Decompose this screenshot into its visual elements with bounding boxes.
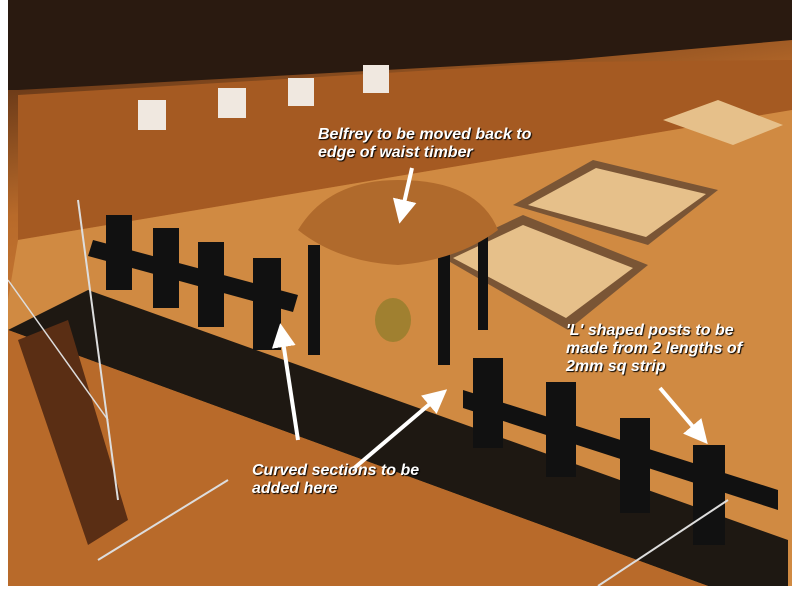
gunport — [288, 78, 314, 106]
ladder — [18, 320, 128, 545]
annotation-line: added here — [252, 480, 338, 497]
lower-deck — [8, 330, 708, 586]
annotation-line: edge of waist timber — [318, 144, 473, 161]
gunport — [218, 88, 246, 118]
rigging-line — [77, 199, 119, 501]
rail-post — [546, 382, 576, 477]
grating — [663, 100, 783, 145]
arrow-curved-left — [271, 323, 300, 441]
belfry-post — [308, 245, 320, 355]
annotation-line: 'L' shaped posts to be — [566, 322, 734, 339]
rail-post — [620, 418, 650, 513]
rail-post — [693, 445, 725, 545]
grating-inner — [453, 225, 633, 318]
arrow-curved-right — [350, 389, 448, 472]
grating-inner — [528, 168, 706, 237]
annotation-line: 2mm sq strip — [566, 358, 666, 375]
annotation-line: Belfrey to be moved back to — [318, 126, 532, 143]
belfry-post — [478, 230, 488, 330]
rail-post — [198, 242, 224, 327]
rigging-line — [597, 499, 729, 586]
bulwark-planks — [18, 60, 792, 240]
ship-model-photo — [8, 0, 792, 586]
rigging-line — [97, 479, 229, 561]
annotation-belfrey: Belfrey to be moved back to edge of wais… — [318, 126, 531, 162]
bulwark-top — [8, 0, 792, 90]
ship-model-illustration — [8, 0, 792, 586]
rail-post — [106, 215, 132, 290]
annotation-curved: Curved sections to be added here — [252, 462, 419, 498]
rail-post — [153, 228, 179, 308]
gunport — [138, 100, 166, 130]
belfry-post — [438, 245, 450, 365]
arrow-posts — [658, 386, 708, 445]
rail — [88, 240, 298, 312]
rail-post — [473, 358, 503, 448]
rigging-line — [8, 279, 109, 421]
gunport — [363, 65, 389, 93]
annotation-line: Curved sections to be — [252, 462, 420, 479]
waist-timber — [8, 290, 788, 586]
annotation-posts: 'L' shaped posts to be made from 2 lengt… — [566, 322, 742, 376]
annotation-line: made from 2 lengths of — [566, 340, 743, 357]
bell — [375, 298, 411, 342]
arrow-belfrey — [392, 167, 417, 224]
